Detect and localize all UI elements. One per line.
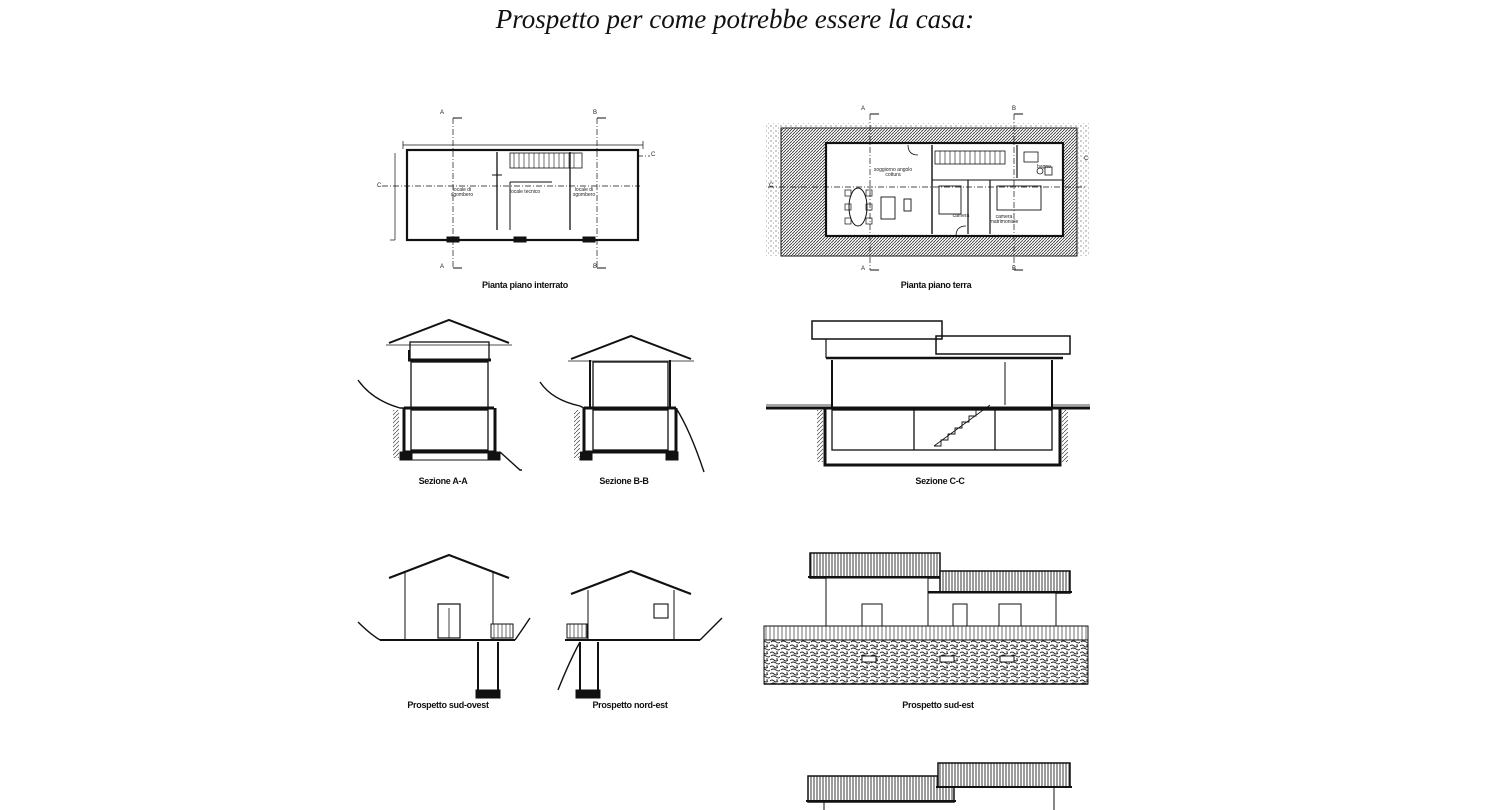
section-cc-drawing xyxy=(766,320,1090,467)
caption-elevation-se: Prospetto sud-est xyxy=(902,700,974,710)
section-mark-c-left-basement: C xyxy=(377,183,382,189)
elevation-se-drawing xyxy=(763,552,1089,685)
plan-basement-drawing xyxy=(382,117,650,269)
section-mark-b-bottom-basement: B xyxy=(593,264,598,270)
section-mark-b-bottom-ground: B xyxy=(1012,266,1017,272)
elevation-sw-drawing xyxy=(357,553,531,699)
caption-section-aa: Sezione A-A xyxy=(418,476,468,486)
caption-elevation-sw: Prospetto sud-ovest xyxy=(407,700,489,710)
room-label-basement-3: locale di sgombero xyxy=(572,187,596,198)
caption-plan-basement: Pianta piano interrato xyxy=(482,280,568,290)
room-label-ground-1: soggiorno angolo cottura xyxy=(873,167,913,178)
section-mark-c-left-ground: C xyxy=(769,183,774,189)
caption-section-bb: Sezione B-B xyxy=(599,476,649,486)
room-label-basement-1: locale di sgombero xyxy=(450,187,474,198)
section-aa-drawing xyxy=(357,318,522,471)
room-label-ground-2: camera xyxy=(952,213,970,219)
section-mark-a-bottom-basement: A xyxy=(440,264,445,270)
elevation-partial-drawing xyxy=(806,762,1072,810)
room-label-ground-3: camera matrimoniale xyxy=(989,214,1019,225)
caption-plan-ground: Pianta piano terra xyxy=(900,280,972,290)
section-mark-a-top-basement: A xyxy=(440,110,445,116)
page-heading: Prospetto per come potrebbe essere la ca… xyxy=(495,4,975,34)
caption-elevation-ne: Prospetto nord-est xyxy=(592,700,668,710)
room-label-ground-4: bagno xyxy=(1037,164,1051,170)
section-mark-a-top-ground: A xyxy=(861,106,866,112)
section-mark-b-top-basement: B xyxy=(593,110,598,116)
room-label-basement-2: locale tecnico xyxy=(509,189,541,195)
section-mark-a-bottom-ground: A xyxy=(861,266,866,272)
section-mark-b-top-ground: B xyxy=(1012,106,1017,112)
section-mark-c-right-basement: C xyxy=(651,152,656,158)
elevation-ne-drawing xyxy=(557,569,723,699)
caption-section-cc: Sezione C-C xyxy=(915,476,965,486)
section-mark-c-right-ground: C xyxy=(1084,156,1089,162)
section-bb-drawing xyxy=(539,334,705,473)
plan-ground-drawing xyxy=(766,113,1090,271)
